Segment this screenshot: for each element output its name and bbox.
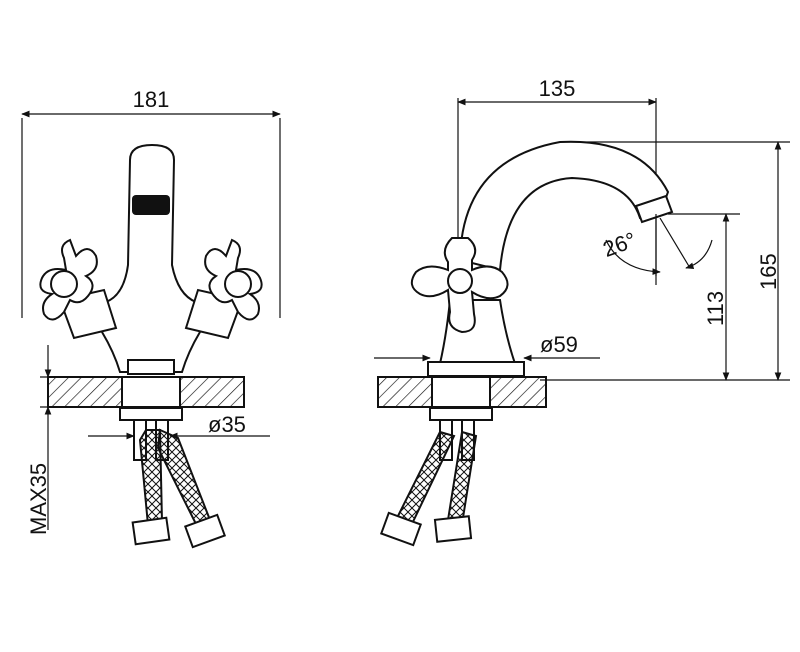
- right-cross-handle: [184, 238, 263, 340]
- reach-dimension-label: 135: [539, 76, 576, 101]
- width-dimension: 181: [21, 87, 281, 318]
- front-hoses: [131, 419, 227, 549]
- front-faucet-body: [95, 143, 207, 375]
- left-cross-handle: [39, 238, 118, 340]
- side-countertop: [377, 376, 547, 421]
- hole-dimension-label: ø35: [208, 412, 246, 437]
- thickness-dimension-label: MAX35: [26, 463, 51, 535]
- width-dimension-label: 181: [133, 87, 170, 112]
- thickness-dimension: MAX35: [26, 345, 120, 535]
- angle-dimension-label: 26°: [599, 227, 639, 262]
- total-height-dimension-label: 165: [756, 253, 781, 290]
- front-countertop: [47, 376, 245, 421]
- spout-height-dimension: 113: [668, 213, 740, 381]
- side-faucet-body: [427, 299, 525, 377]
- side-spout: [458, 140, 674, 272]
- front-view: 181: [21, 87, 281, 549]
- side-view: 135: [374, 76, 790, 547]
- aerator-icon: [132, 195, 170, 215]
- hole-dimension: ø35: [88, 412, 270, 440]
- side-cross-handle: [410, 237, 509, 334]
- base-dimension: ø59: [374, 332, 600, 362]
- base-dimension-label: ø59: [540, 332, 578, 357]
- angle-dimension: 26°: [599, 214, 713, 276]
- side-hoses: [379, 419, 478, 547]
- spout-height-dimension-label: 113: [703, 291, 728, 326]
- total-height-dimension: 165: [540, 141, 790, 381]
